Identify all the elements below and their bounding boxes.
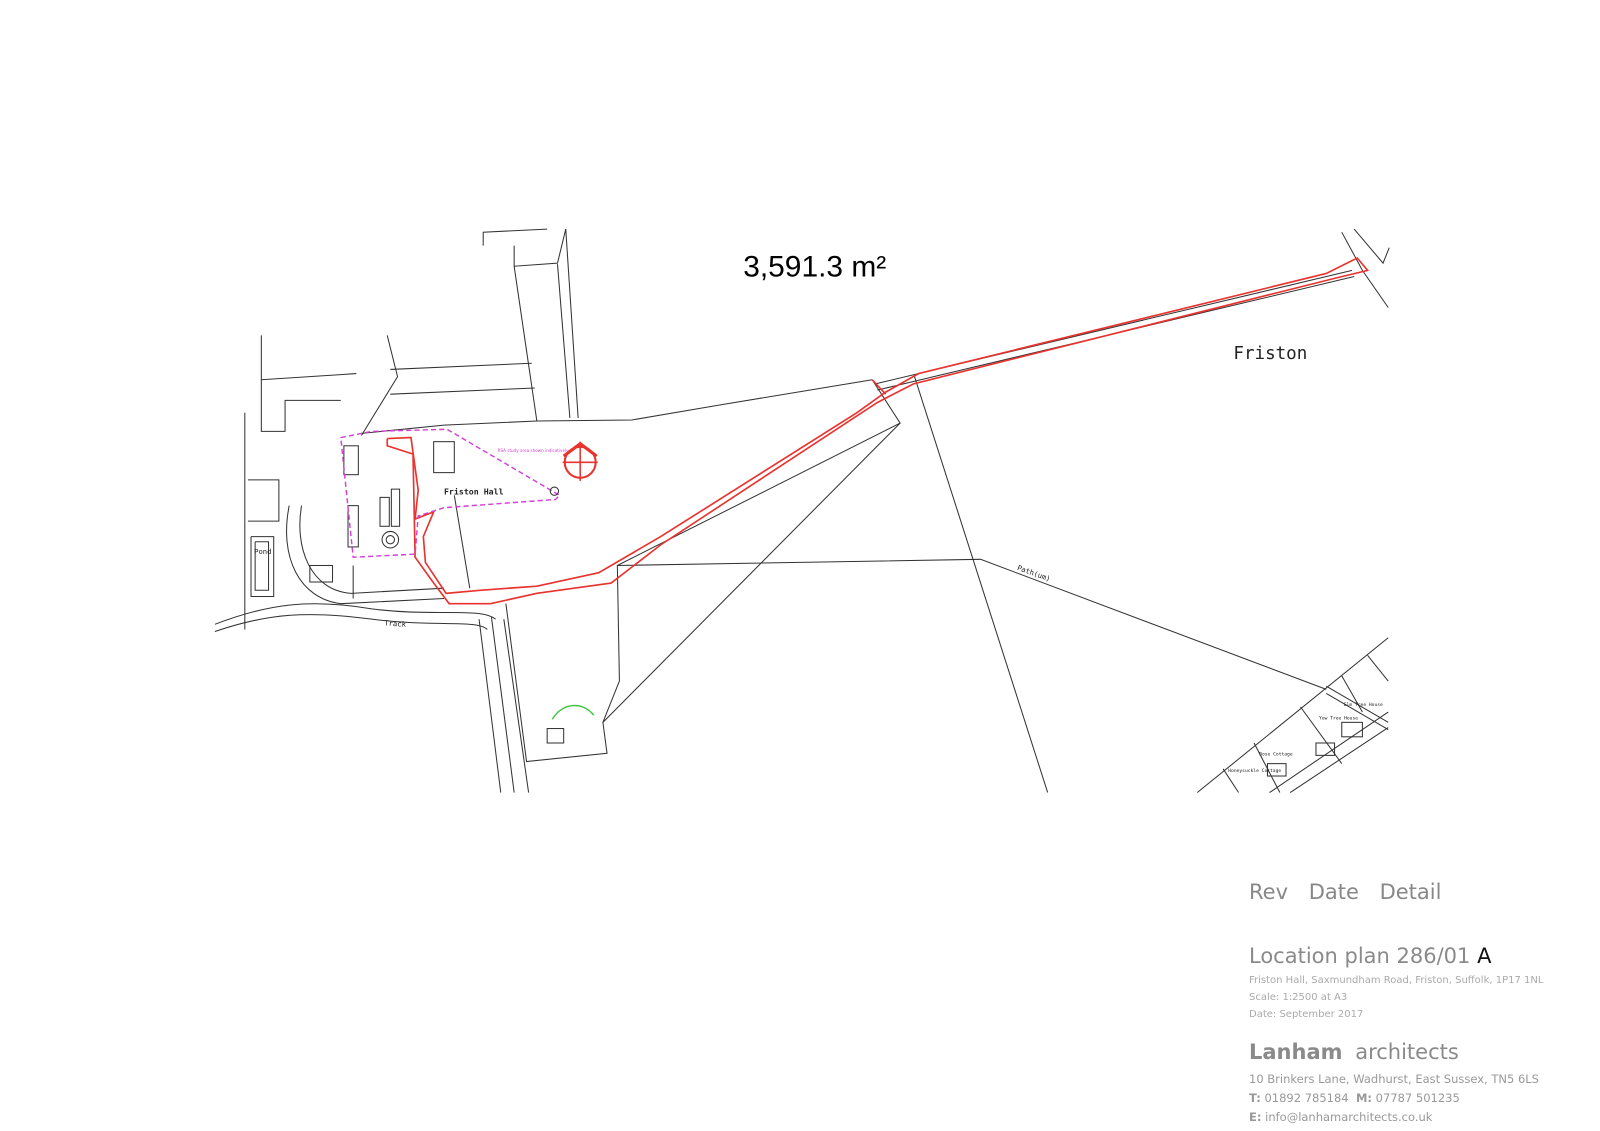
revision-table-header: Rev Date Detail	[1249, 880, 1441, 904]
path-label: Path(um)	[1016, 563, 1052, 583]
track-label: Track	[384, 618, 407, 629]
mob-label: M:	[1355, 1091, 1372, 1105]
tree-symbol	[549, 486, 560, 496]
study-area-annotation: RSA study area shown indicatively	[498, 448, 569, 453]
pond-label: Pond	[254, 547, 271, 556]
email-address[interactable]: info@lanhamarchitects.co.uk	[1265, 1110, 1433, 1124]
drawing-title: Location plan 286/01 A	[1249, 944, 1491, 968]
firm-phones: T: 01892 785184 M: 07787 501235	[1249, 1091, 1460, 1105]
tree-canopy-green	[551, 704, 595, 720]
firm-email: E: info@lanhamarchitects.co.uk	[1249, 1110, 1432, 1124]
firm-name-light: architects	[1355, 1040, 1459, 1064]
site-boundary-red	[386, 256, 1370, 605]
detail-header: Detail	[1379, 880, 1442, 904]
house-label: Honeysuckle Cottage	[1228, 768, 1281, 774]
site-address: Friston Hall, Saxmundham Road, Friston, …	[1249, 975, 1544, 986]
firm-address: 10 Brinkers Lane, Wadhurst, East Sussex,…	[1249, 1072, 1539, 1086]
area-label: 3,591.3 m²	[743, 251, 886, 284]
study-area-dashed	[340, 428, 561, 559]
hall-label: Friston Hall	[444, 486, 504, 496]
firm-name: Lanham architects	[1249, 1040, 1459, 1064]
email-label: E:	[1249, 1110, 1262, 1124]
firm-name-bold: Lanham	[1249, 1040, 1343, 1064]
scale-text: Scale: 1:2500 at A3	[1249, 992, 1348, 1003]
revision-letter: A	[1477, 944, 1492, 968]
title-text: Location plan 286/01	[1249, 944, 1471, 968]
house-label: Elm Tree House	[1344, 702, 1383, 708]
tel-label: T:	[1249, 1091, 1261, 1105]
north-arrow-icon	[562, 441, 598, 481]
house-label: Rose Cottage	[1259, 751, 1293, 757]
place-label-friston: Friston	[1233, 344, 1307, 364]
mob-number: 07787 501235	[1375, 1091, 1460, 1105]
house-label: Yew Tree House	[1319, 715, 1358, 721]
rev-header: Rev	[1249, 880, 1288, 904]
map-linework	[214, 228, 1390, 793]
date-text: Date: September 2017	[1249, 1009, 1364, 1020]
date-header: Date	[1308, 880, 1359, 904]
tel-number: 01892 785184	[1264, 1091, 1349, 1105]
